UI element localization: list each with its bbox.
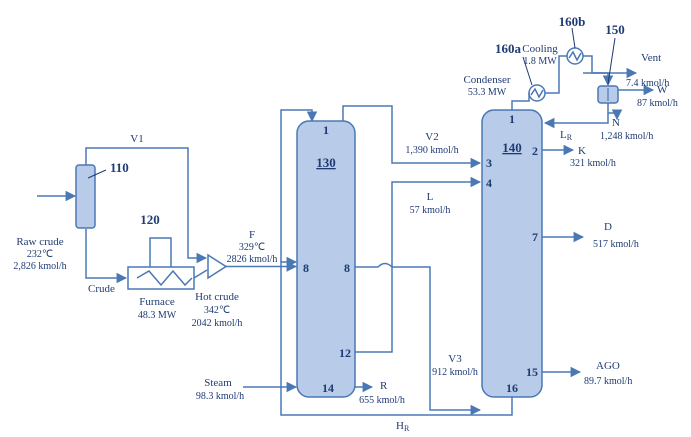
lr-label: LR	[560, 129, 573, 142]
tag-160b: 160b	[559, 14, 586, 29]
n-arrow	[607, 103, 623, 121]
raw-crude-temp: 232℃	[27, 249, 53, 260]
top-recycle-line	[280, 109, 318, 262]
condenser-to-cooler	[545, 55, 567, 94]
vent-label: Vent	[641, 52, 661, 64]
cooling-duty: 1.8 MW	[523, 56, 557, 67]
hr-label: HR	[396, 420, 410, 433]
v2-line	[342, 105, 482, 169]
hot-crude-flow: 2042 kmol/h	[192, 318, 243, 329]
crude-line	[85, 229, 128, 284]
mixer-icon	[207, 253, 228, 280]
v1-label: V1	[130, 133, 143, 145]
furnace-duty: 48.3 MW	[138, 310, 177, 321]
hot-crude-label: Hot crude	[195, 291, 239, 303]
condenser-label: Condenser	[463, 74, 510, 86]
c140-stage-3: 3	[486, 156, 492, 170]
tag-120: 120	[140, 212, 160, 227]
tag-160a: 160a	[495, 41, 522, 56]
k-flow: 321 kmol/h	[570, 158, 616, 169]
v3-label: V3	[448, 353, 462, 365]
vent-flow: 7.4 kmol/h	[626, 78, 669, 89]
vessel-110	[75, 164, 96, 229]
steam-label: Steam	[204, 377, 232, 389]
hot-crude-line	[193, 269, 208, 279]
c130-stage-bottom: 14	[322, 381, 334, 395]
feed-temp: 329℃	[239, 242, 265, 253]
feed-flow: 2826 kmol/h	[227, 254, 278, 265]
d-flow: 517 kmol/h	[593, 239, 639, 250]
c140-stage-2: 2	[532, 144, 538, 158]
c130-stage-feed: 8	[303, 261, 309, 275]
l-flow: 57 kmol/h	[410, 205, 451, 216]
r-label: R	[380, 380, 388, 392]
c130-stage-12: 12	[339, 346, 351, 360]
cooler-to-separator	[583, 55, 614, 87]
c140-stage-7: 7	[532, 230, 538, 244]
c140-stage-top: 1	[509, 112, 515, 126]
overhead-line	[511, 93, 530, 110]
tag-130: 130	[316, 155, 336, 170]
furnace-label: Furnace	[139, 296, 175, 308]
c140-stage-15: 15	[526, 365, 538, 379]
c140-stage-4: 4	[486, 176, 492, 190]
lr-arrow	[543, 113, 609, 129]
l-label: L	[427, 191, 434, 203]
r-flow: 655 kmol/h	[359, 395, 405, 406]
w-label: W	[657, 84, 668, 96]
tag-110: 110	[110, 160, 129, 175]
steam-flow: 98.3 kmol/h	[196, 391, 244, 402]
hr-line	[280, 256, 513, 416]
feed-label: F	[249, 229, 255, 241]
cooling-label: Cooling	[522, 43, 558, 55]
raw-crude-name: Raw crude	[16, 236, 63, 248]
tag-150: 150	[605, 22, 625, 37]
tag-140: 140	[502, 140, 522, 155]
furnace-120	[127, 237, 195, 290]
c130-stage-top: 1	[323, 123, 329, 137]
v3-flow: 912 kmol/h	[432, 367, 478, 378]
d-label: D	[604, 221, 612, 233]
v2-label: V2	[425, 131, 438, 143]
v2-flow: 1,390 kmol/h	[405, 145, 458, 156]
crude-label: Crude	[88, 283, 115, 295]
c130-stage-side: 8	[344, 261, 350, 275]
c140-stage-bottom: 16	[506, 381, 518, 395]
w-flow: 87 kmol/h	[637, 98, 678, 109]
raw-crude-flow: 2,826 kmol/h	[13, 261, 66, 272]
ago-label: AGO	[596, 360, 620, 372]
ago-flow: 89.7 kmol/h	[584, 376, 632, 387]
n-label: N	[612, 117, 620, 129]
condenser-duty: 53.3 MW	[468, 87, 507, 98]
n-flow: 1,248 kmol/h	[600, 131, 653, 142]
v3-line	[355, 262, 482, 416]
v1-line	[85, 147, 208, 264]
k-label: K	[578, 145, 586, 157]
hot-crude-temp: 342℃	[204, 305, 230, 316]
